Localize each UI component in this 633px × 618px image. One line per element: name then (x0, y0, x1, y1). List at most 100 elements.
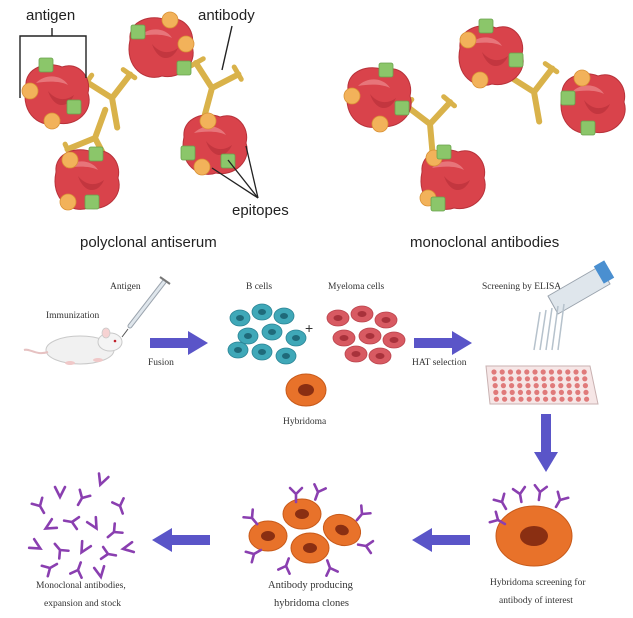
clone-cluster (242, 483, 375, 577)
mab-label-1: Monoclonal antibodies, (36, 581, 126, 591)
elisa-well (557, 369, 563, 375)
elisa-well (565, 376, 572, 382)
screening-arrow (534, 414, 558, 472)
elisa-well (509, 389, 515, 395)
elisa-well (532, 369, 538, 375)
mono-antigen-2 (458, 18, 524, 89)
elisa-well (525, 383, 531, 389)
elisa-well (567, 389, 573, 395)
elisa-well (559, 396, 565, 402)
antigen-shape-1 (21, 57, 90, 130)
elisa-well (499, 369, 505, 375)
elisa-well (575, 389, 581, 395)
hybridoma-label: Hybridoma (283, 417, 327, 427)
mono-antigen-4 (419, 144, 486, 212)
hybridoma-workflow: Antigen Immunization Fusion B cells (23, 260, 615, 609)
antigen-bracket (19, 35, 87, 98)
elisa-well (549, 376, 555, 382)
elisa-well (524, 376, 531, 382)
elisa-well (550, 389, 556, 395)
epitope-pointer-1 (227, 159, 259, 199)
hat-selection-label: HAT selection (412, 358, 467, 368)
clones-arrow (412, 528, 470, 552)
elisa-well (534, 396, 541, 402)
syringe-icon (121, 276, 171, 338)
elisa-well (584, 396, 590, 402)
epitopes-label: epitopes (232, 202, 289, 219)
elisa-well (501, 389, 507, 395)
pipette-icon (533, 260, 615, 351)
elisa-well (567, 396, 573, 402)
mouse-icon (23, 327, 123, 365)
fusion-label: Fusion (148, 358, 174, 368)
expansion-arrow (152, 528, 210, 552)
elisa-well (509, 383, 515, 389)
elisa-well (493, 396, 499, 402)
monoclonal-caption: monoclonal antibodies (410, 234, 559, 251)
b-cells-label: B cells (246, 282, 272, 292)
elisa-well (492, 383, 498, 389)
myeloma-cluster (326, 305, 406, 365)
elisa-well (542, 389, 548, 395)
antibody-pointer (221, 25, 233, 71)
antigen-shape-3 (54, 146, 120, 211)
fusion-arrow (150, 331, 208, 355)
myeloma-label: Myeloma cells (328, 282, 384, 292)
elisa-well (517, 383, 523, 389)
clones-label-1: Antibody producing (268, 580, 354, 591)
hat-arrow (414, 331, 472, 355)
elisa-well (508, 376, 514, 382)
elisa-well (502, 396, 508, 402)
elisa-well (516, 376, 522, 382)
antibody-label: antibody (198, 7, 255, 24)
antigen-shape-2 (128, 11, 195, 78)
elisa-well (557, 376, 563, 382)
elisa-well (492, 376, 498, 382)
elisa-well (550, 383, 556, 389)
elisa-well (582, 376, 588, 382)
elisa-well (575, 396, 582, 402)
elisa-well (500, 383, 506, 389)
antigen-label: antigen (26, 7, 75, 24)
elisa-well (574, 383, 580, 389)
elisa-well (526, 396, 532, 402)
antibody-cloud (27, 472, 136, 580)
elisa-well (551, 396, 557, 402)
polyclonal-panel: antigen antibody epitopes polyclonal ant… (19, 7, 289, 251)
elisa-well (574, 376, 580, 382)
elisa-well (566, 383, 572, 389)
elisa-well (516, 369, 522, 375)
elisa-well (507, 369, 513, 375)
antibody-shape-1 (82, 68, 143, 132)
elisa-well (573, 369, 579, 375)
elisa-well (500, 376, 506, 382)
elisa-well (541, 376, 547, 382)
hybridoma-cell (285, 373, 327, 407)
elisa-well (540, 369, 546, 375)
elisa-well (510, 396, 516, 402)
elisa-well (581, 369, 587, 375)
elisa-well (558, 383, 564, 389)
antigen-step-label: Antigen (110, 282, 141, 292)
elisa-well (491, 369, 497, 375)
elisa-well (582, 383, 589, 389)
elisa-label: Screening by ELISA (482, 282, 561, 292)
monoclonal-panel: monoclonal antibodies (343, 18, 626, 251)
elisa-well (565, 369, 571, 375)
immunization-label: Immunization (46, 311, 100, 321)
elisa-well (493, 389, 499, 395)
screening-cell (488, 483, 573, 567)
elisa-well (548, 369, 555, 375)
elisa-well (526, 389, 532, 395)
elisa-well (533, 383, 539, 389)
elisa-well (517, 389, 524, 395)
elisa-well (558, 389, 565, 395)
elisa-well (518, 396, 524, 402)
elisa-well (541, 383, 548, 389)
elisa-well (533, 376, 539, 382)
elisa-well (534, 389, 540, 395)
mab-label-2: expansion and stock (44, 599, 121, 609)
epitope-pointer-2 (211, 167, 259, 199)
epitope-pointer-3 (245, 145, 259, 199)
